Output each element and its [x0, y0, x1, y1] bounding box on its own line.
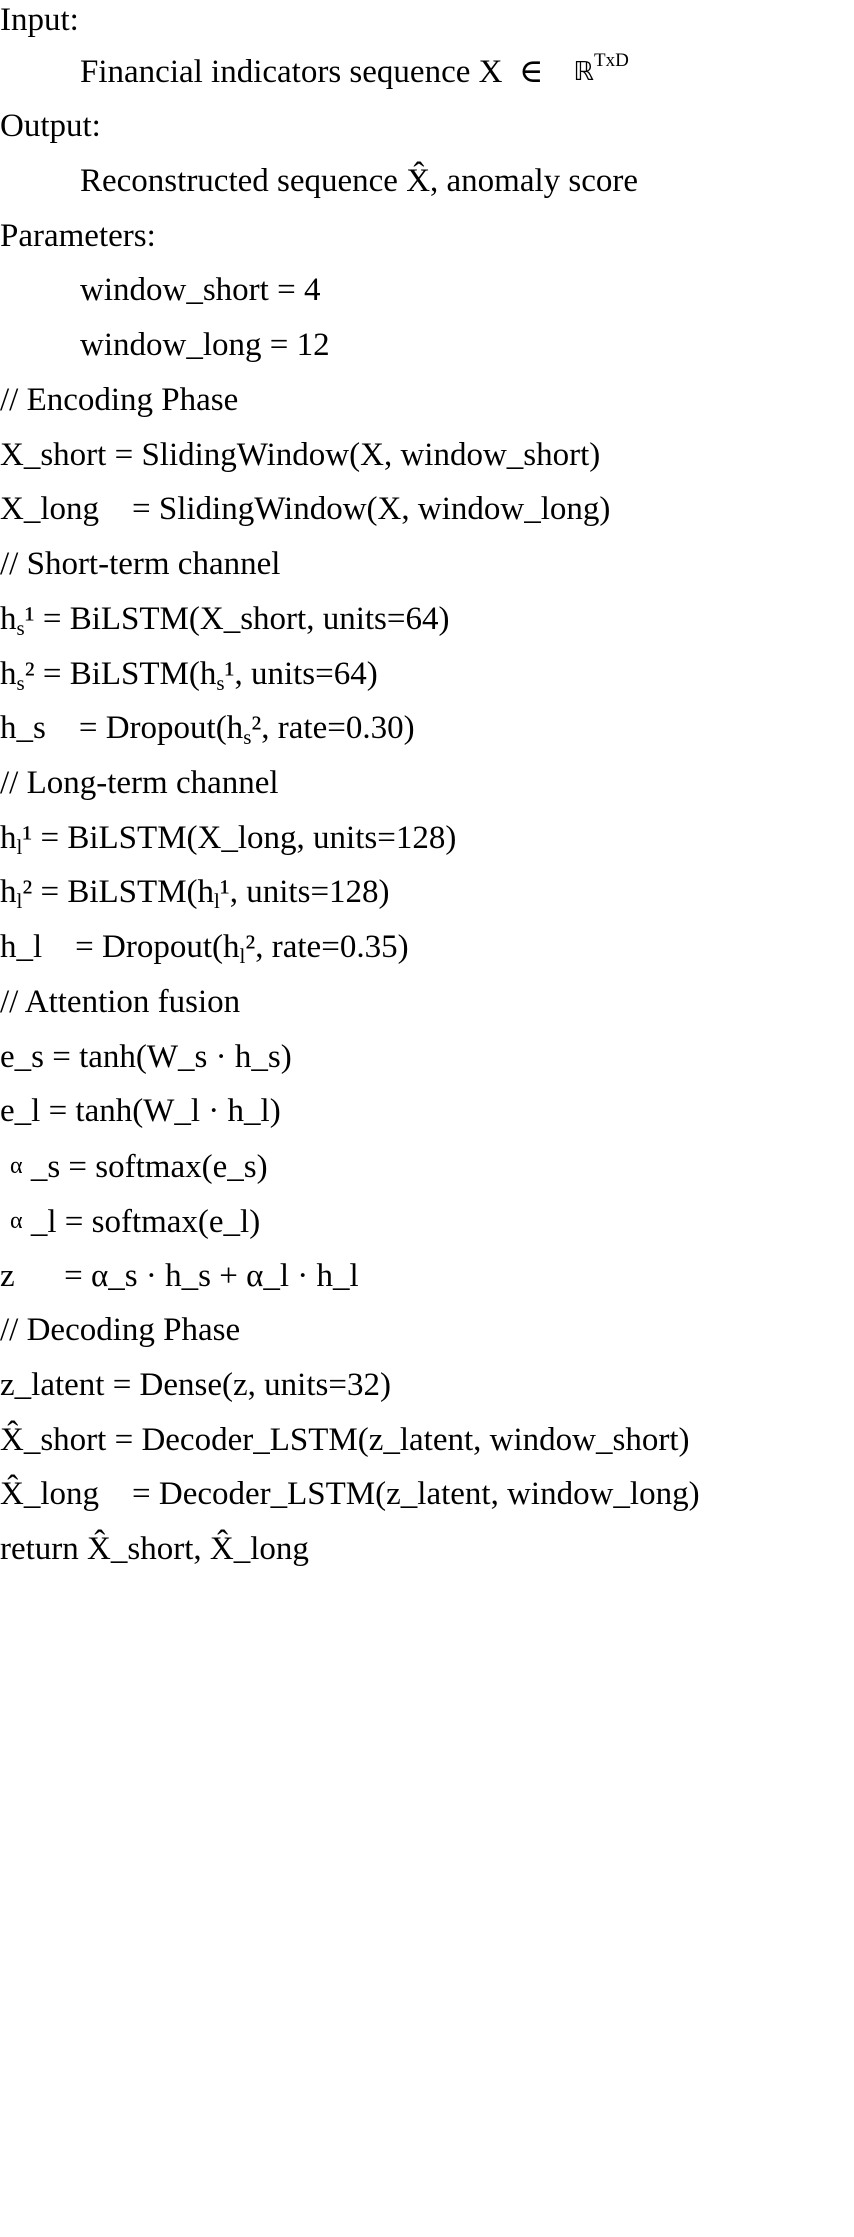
h-s-lhs: h_s = Dropout(h [0, 710, 244, 746]
alpha-l-symbol: α [10, 1208, 23, 1234]
hs1-lhs: h [0, 601, 17, 637]
code-line-hs2: hs² = BiLSTM(hs¹, units=64) [0, 654, 378, 694]
parameters-label: Parameters: [0, 218, 156, 254]
code-line-x-long: X_long = SlidingWindow(X, window_long) [0, 491, 611, 527]
output-description: Reconstructed sequence X̂, anomaly score [80, 163, 639, 199]
hl2-subscript: l [16, 889, 23, 913]
code-line-hs1: hs¹ = BiLSTM(X_short, units=64) [0, 599, 449, 639]
hl2-lhs: h [0, 874, 17, 910]
hs2-rest: ¹, units=64) [224, 656, 378, 692]
comment-long-term-channel: // Long-term channel [0, 765, 279, 801]
code-line-x-short: X_short = SlidingWindow(X, window_short) [0, 437, 601, 473]
hs1-subscript: s [16, 616, 25, 640]
hs2-subscript-2: s [216, 671, 225, 695]
comment-decoding-phase: // Decoding Phase [0, 1312, 241, 1348]
code-line-z: z = α_s · h_s + α_l · h_l [0, 1258, 359, 1294]
code-line-xhat-long: X̂_long = Decoder_LSTM(z_latent, window_… [0, 1476, 700, 1512]
hl1-rest: ¹ = BiLSTM(X_long, units=128) [22, 820, 457, 856]
alpha-s-rest: _s = softmax(e_s) [22, 1149, 268, 1185]
hl1-lhs: h [0, 820, 17, 856]
hl2-subscript-2: l [214, 889, 220, 913]
real-space-dims: TxD [593, 50, 629, 71]
code-line-h-l: h_l = Dropout(hl², rate=0.35) [0, 927, 409, 967]
hl1-subscript: l [16, 835, 23, 859]
code-line-hl1: hl¹ = BiLSTM(X_long, units=128) [0, 818, 456, 858]
input-text: Financial indicators sequence X ∈ [80, 54, 544, 90]
h-l-lhs: h_l = Dropout(h [0, 929, 240, 965]
comment-encoding-phase: // Encoding Phase [0, 382, 239, 418]
h-l-subscript: l [239, 944, 246, 968]
h-s-subscript: s [243, 725, 252, 749]
input-description: Financial indicators sequence X ∈ ℝTxD [80, 50, 629, 92]
code-line-e-s: e_s = tanh(W_s · h_s) [0, 1039, 292, 1075]
code-line-xhat-short: X̂_short = Decoder_LSTM(z_latent, window… [0, 1422, 690, 1458]
output-label: Output: [0, 108, 101, 144]
code-line-hl2: hl² = BiLSTM(hl¹, units=128) [0, 872, 390, 912]
code-line-alpha-s: α _s = softmax(e_s) [0, 1146, 268, 1186]
alpha-s-symbol: α [10, 1153, 23, 1179]
alpha-l-rest: _l = softmax(e_l) [22, 1204, 261, 1240]
h-l-rest: ², rate=0.35) [245, 929, 409, 965]
comment-attention-fusion: // Attention fusion [0, 984, 241, 1020]
code-line-z-latent: z_latent = Dense(z, units=32) [0, 1367, 391, 1403]
input-label: Input: [0, 2, 79, 38]
hl2-rest: ¹, units=128) [219, 874, 390, 910]
code-line-e-l: e_l = tanh(W_l · h_l) [0, 1093, 281, 1129]
hs2-lhs: h [0, 656, 17, 692]
code-line-h-s: h_s = Dropout(hs², rate=0.30) [0, 708, 415, 748]
hl2-mid: ² = BiLSTM(h [22, 874, 215, 910]
param-window-short: window_short = 4 [80, 272, 321, 308]
hs1-rest: ¹ = BiLSTM(X_short, units=64) [24, 601, 450, 637]
h-s-rest: ², rate=0.30) [251, 710, 415, 746]
code-line-alpha-l: α _l = softmax(e_l) [0, 1201, 260, 1241]
comment-short-term-channel: // Short-term channel [0, 546, 281, 582]
hs2-subscript: s [16, 671, 25, 695]
param-window-long: window_long = 12 [80, 327, 330, 363]
hs2-mid: ² = BiLSTM(h [24, 656, 217, 692]
code-line-return: return X̂_short, X̂_long [0, 1531, 309, 1567]
real-space-symbol: ℝ [573, 57, 594, 87]
